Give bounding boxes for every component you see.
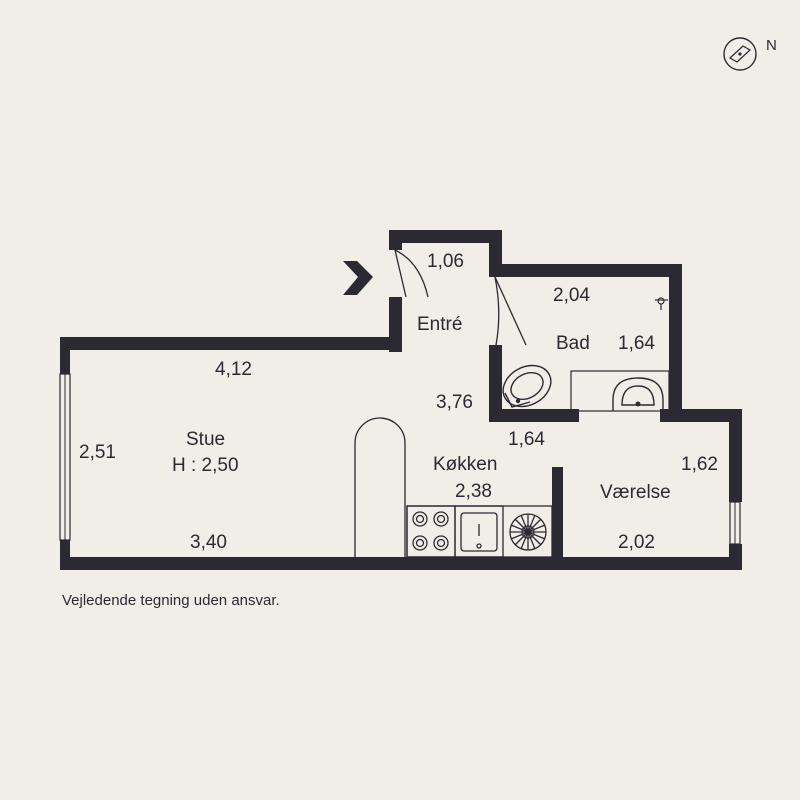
kokken-wall-dimension: 3,76 — [436, 392, 473, 413]
vaerelse-right-dimension: 1,62 — [681, 454, 718, 475]
vaerelse-bottom-dimension: 2,02 — [618, 532, 655, 553]
stue-bottom-dimension: 3,40 — [190, 532, 227, 553]
faucet-icon — [655, 297, 668, 310]
compass-icon — [723, 37, 757, 71]
kokken-top-dimension: 1,64 — [508, 429, 545, 450]
entrance-arrow-icon — [343, 261, 373, 295]
toilet-icon — [502, 364, 552, 408]
vaerelse-name: Værelse — [600, 482, 671, 503]
stue-ceiling-height: H : 2,50 — [172, 455, 239, 476]
bad-width: 2,04 — [553, 285, 590, 306]
entrance-door — [394, 249, 429, 298]
stue-left-dimension: 2,51 — [79, 442, 116, 463]
kitchen-sink-icon — [454, 505, 504, 558]
bad-name: Bad — [556, 333, 590, 354]
extractor-fan-icon — [509, 513, 547, 551]
bathroom-door — [494, 276, 527, 346]
kokken-bottom-dimension: 2,38 — [455, 481, 492, 502]
kitchen-counter — [406, 505, 553, 558]
walls — [60, 230, 742, 570]
stue-top-dimension: 4,12 — [215, 359, 252, 380]
bathroom-sink-icon — [612, 377, 664, 411]
window-right — [729, 501, 741, 545]
stue-name: Stue — [186, 429, 225, 450]
window-left — [59, 373, 71, 541]
entre-name: Entré — [417, 314, 462, 335]
shower-area — [570, 370, 670, 412]
kokken-name: Køkken — [433, 454, 497, 475]
stove-icon — [406, 505, 456, 558]
north-label: N — [766, 37, 777, 54]
arched-partition — [354, 417, 406, 557]
bad-depth: 1,64 — [618, 333, 655, 354]
disclaimer-text: Vejledende tegning uden ansvar. — [62, 592, 280, 609]
entre-width: 1,06 — [427, 251, 464, 272]
